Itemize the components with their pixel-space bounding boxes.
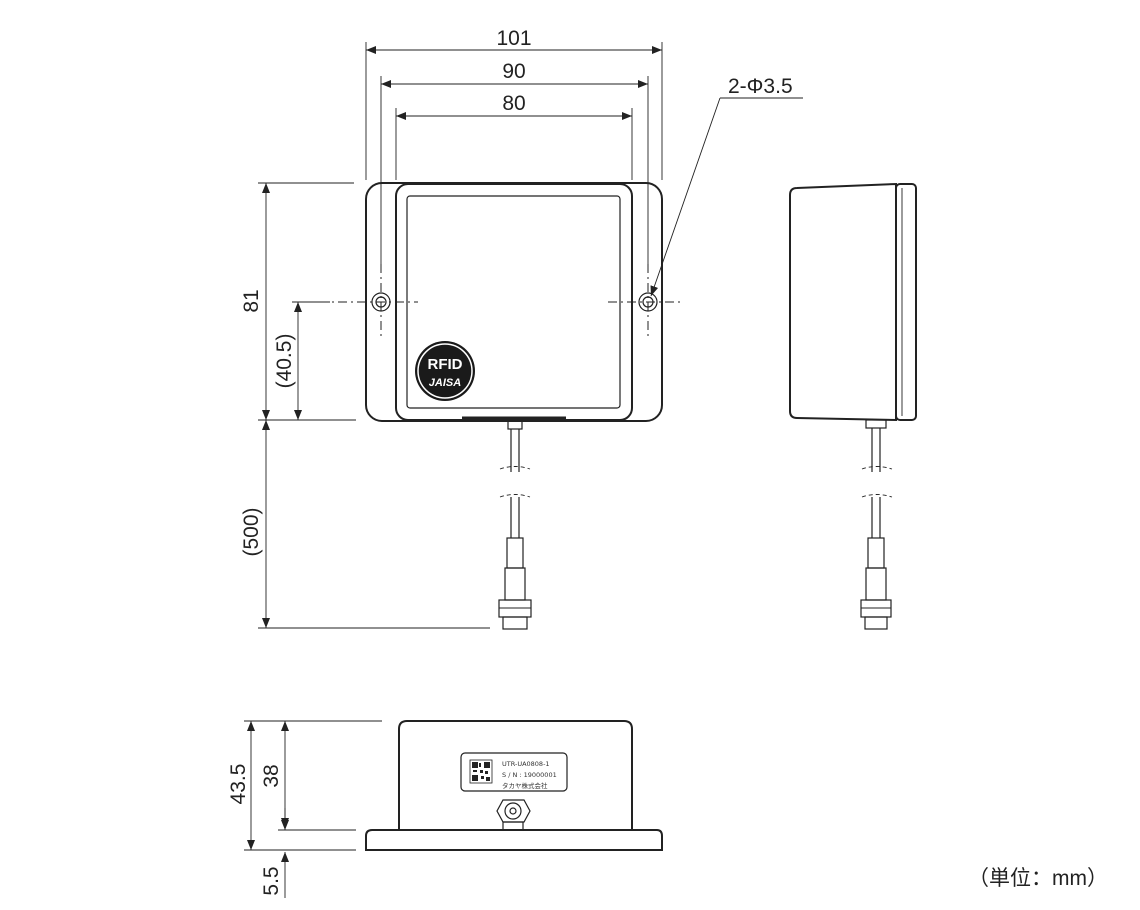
unit-note: （単位：mm） [968, 867, 1108, 890]
bottom-connector [496, 799, 531, 831]
hole-callout-leader [650, 97, 721, 297]
label-model: UTR-UA0808-1 [502, 760, 550, 768]
label-plate-frame [460, 752, 568, 792]
label-serial: S / N : 19000001 [502, 771, 557, 779]
dim-label-81: 81 [240, 289, 263, 312]
bottom-radome [398, 720, 633, 831]
rfid-jaisa-logo: RFID JAISA [415, 341, 475, 401]
front-connector-nut [498, 599, 532, 618]
bottom-flange [365, 829, 663, 851]
bottom-view: UTR-UA0808-1 S / N : 19000001 タカヤ株式会社 43… [227, 720, 663, 898]
logo-text-rfid: RFID [428, 356, 463, 373]
dim-label-43-5: 43.5 [227, 764, 250, 805]
side-base [895, 183, 917, 421]
front-view: RFID JAISA 101 90 80 [240, 27, 803, 630]
qr-code-icon [469, 759, 493, 784]
label-maker: タカヤ株式会社 [502, 781, 548, 790]
dim-label-5-5: 5.5 [260, 866, 283, 895]
dim-label-80: 80 [502, 92, 525, 115]
hole-callout-label: 2-Φ3.5 [728, 75, 793, 98]
side-radome [789, 182, 897, 422]
dim-label-40-5: (40.5) [273, 334, 296, 389]
front-cable [498, 420, 532, 630]
dim-label-90: 90 [502, 60, 525, 83]
front-radome-inner [406, 195, 621, 409]
logo-disc [415, 341, 475, 401]
label-plate: UTR-UA0808-1 S / N : 19000001 タカヤ株式会社 [460, 752, 568, 792]
logo-text-jaisa: JAISA [429, 377, 461, 389]
side-cable [860, 419, 893, 630]
dim-label-500: (500) [240, 507, 263, 556]
side-view [789, 182, 917, 630]
dim-label-101: 101 [496, 27, 531, 50]
dim-label-38: 38 [260, 764, 283, 787]
